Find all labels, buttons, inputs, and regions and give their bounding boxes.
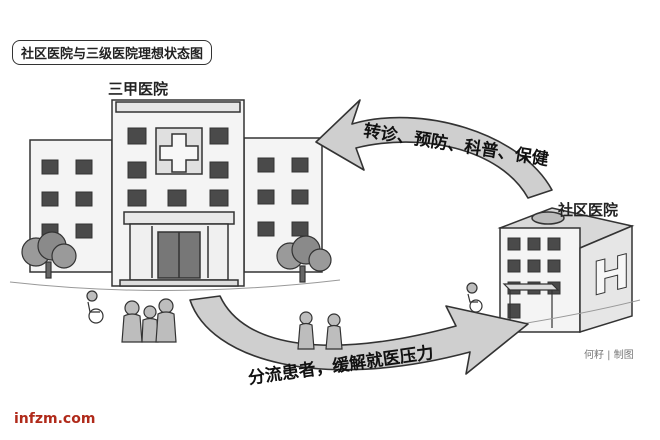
- tree-icon: [21, 231, 77, 279]
- main-hospital-roofline: [115, 101, 241, 113]
- window: [75, 159, 93, 175]
- elderly-people-icon: [297, 311, 343, 350]
- window: [527, 237, 541, 251]
- window: [507, 259, 521, 273]
- window: [527, 259, 541, 273]
- window: [547, 259, 561, 273]
- community-hospital-label: 社区医院: [558, 201, 619, 219]
- medical-cross-icon: [155, 127, 203, 175]
- ground-line: [9, 279, 341, 292]
- wheelchair-icon: [86, 290, 104, 324]
- window: [127, 161, 147, 179]
- helipad-icon: [531, 211, 565, 225]
- window: [209, 189, 229, 207]
- window: [507, 237, 521, 251]
- window: [257, 221, 275, 237]
- window: [127, 127, 147, 145]
- diagram-title: 社区医院与三级医院理想状态图: [12, 40, 213, 65]
- patient-flow-arrow: [189, 295, 529, 375]
- main-hospital-label: 三甲医院: [108, 80, 169, 98]
- window: [291, 157, 309, 173]
- hospital-h-sign: H: [592, 243, 632, 308]
- referral-arrow: [315, 99, 553, 199]
- window: [547, 237, 561, 251]
- window: [167, 189, 187, 207]
- window: [291, 189, 309, 205]
- tree-icon: [276, 235, 332, 283]
- window: [209, 161, 229, 179]
- wheelchair-icon: [466, 282, 483, 313]
- window: [41, 159, 59, 175]
- main-hospital-windows: [41, 127, 309, 239]
- window: [75, 223, 93, 239]
- main-hospital-entrance: [119, 211, 239, 287]
- brand-watermark: infzm.com: [14, 411, 96, 427]
- window: [127, 189, 147, 207]
- people-group-icon: [121, 298, 177, 343]
- illustrator-credit: 何籽 | 制图: [584, 350, 634, 361]
- window: [257, 189, 275, 205]
- window: [41, 191, 59, 207]
- window: [507, 303, 521, 319]
- window: [75, 191, 93, 207]
- window: [291, 221, 309, 237]
- window: [209, 127, 229, 145]
- window: [257, 157, 275, 173]
